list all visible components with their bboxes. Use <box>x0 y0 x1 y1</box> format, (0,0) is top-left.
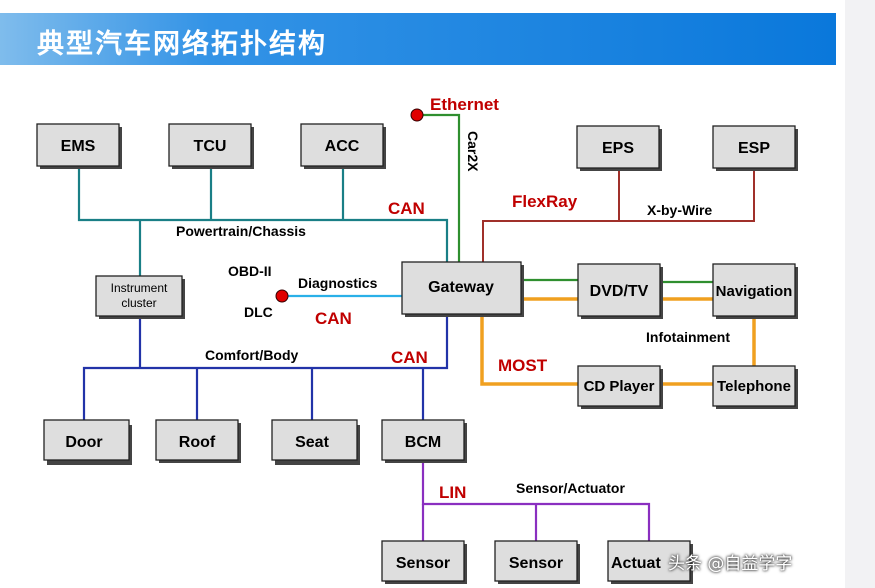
node-label: EMS <box>61 138 96 155</box>
diagnostics-label: Diagnostics <box>298 275 378 291</box>
car2x-label: Car2X <box>465 131 481 172</box>
dlc-port-dot <box>275 289 289 303</box>
node-label: Door <box>65 434 102 451</box>
can-body-label: CAN <box>391 348 428 367</box>
ethernet-label: Ethernet <box>430 95 499 114</box>
node-label: Sensor <box>396 555 450 572</box>
bcm-node: BCM <box>381 419 467 463</box>
node-label: Telephone <box>717 378 791 395</box>
comfort-body-bus <box>82 314 449 420</box>
eps-node: EPS <box>576 125 662 171</box>
dlc-label: DLC <box>244 304 273 320</box>
flexray-label: FlexRay <box>512 192 578 211</box>
node-label: Gateway <box>428 279 494 296</box>
side-panel <box>845 0 875 588</box>
node-label: ACC <box>325 138 360 155</box>
x-by-wire-label: X-by-Wire <box>647 202 712 218</box>
title-banner: 典型汽车网络拓扑结构 <box>0 13 836 65</box>
watermark: 头条 @自益学字 <box>668 554 793 574</box>
node-label: Seat <box>295 434 329 451</box>
can-powertrain-label: CAN <box>388 199 425 218</box>
infotainment-label: Infotainment <box>646 329 730 345</box>
ethernet-port-dot <box>410 108 424 122</box>
node-label: TCU <box>194 138 227 155</box>
powertrain-chassis-label: Powertrain/Chassis <box>176 223 306 239</box>
lin-label: LIN <box>439 483 466 502</box>
node-label: CD Player <box>584 378 655 395</box>
most-bus <box>480 297 756 386</box>
door-node: Door <box>43 419 132 465</box>
tcu-node: TCU <box>168 123 254 169</box>
sensor-node-2: Sensor <box>494 540 580 584</box>
seat-node: Seat <box>271 419 360 465</box>
node-label: Actuat <box>611 555 661 572</box>
ethernet-bus <box>418 113 713 284</box>
flexray-bus <box>482 166 755 262</box>
node-label: Instrument <box>111 281 168 295</box>
node-label: BCM <box>405 434 441 451</box>
node-label: cluster <box>121 296 156 310</box>
navigation-node: Navigation <box>712 263 798 319</box>
sensor-node-1: Sensor <box>381 540 467 584</box>
node-label: Sensor <box>509 555 563 572</box>
acc-node: ACC <box>300 123 386 169</box>
ems-node: EMS <box>36 123 122 169</box>
node-label: EPS <box>602 140 634 157</box>
comfort-body-label: Comfort/Body <box>205 347 299 363</box>
dvd-tv-node: DVD/TV <box>577 263 663 319</box>
lin-bus <box>421 460 651 541</box>
powertrain-chassis-bus <box>77 166 449 276</box>
telephone-node: Telephone <box>712 365 798 409</box>
node-label: Navigation <box>716 283 793 300</box>
node-label: ESP <box>738 140 770 157</box>
obd-ii-label: OBD-II <box>228 263 272 279</box>
gateway-node: Gateway <box>401 261 524 317</box>
page-title: 典型汽车网络拓扑结构 <box>37 29 327 60</box>
actuator-node: Actuat <box>607 540 693 584</box>
esp-node: ESP <box>712 125 798 171</box>
sensor-actuator-label: Sensor/Actuator <box>516 480 625 496</box>
roof-node: Roof <box>155 419 241 463</box>
most-label: MOST <box>498 356 548 375</box>
instrument-cluster-node: Instrument cluster <box>95 275 185 319</box>
cd-player-node: CD Player <box>577 365 663 409</box>
can-diagnostics-label: CAN <box>315 309 352 328</box>
node-label: Roof <box>179 434 216 451</box>
node-label: DVD/TV <box>590 283 649 300</box>
